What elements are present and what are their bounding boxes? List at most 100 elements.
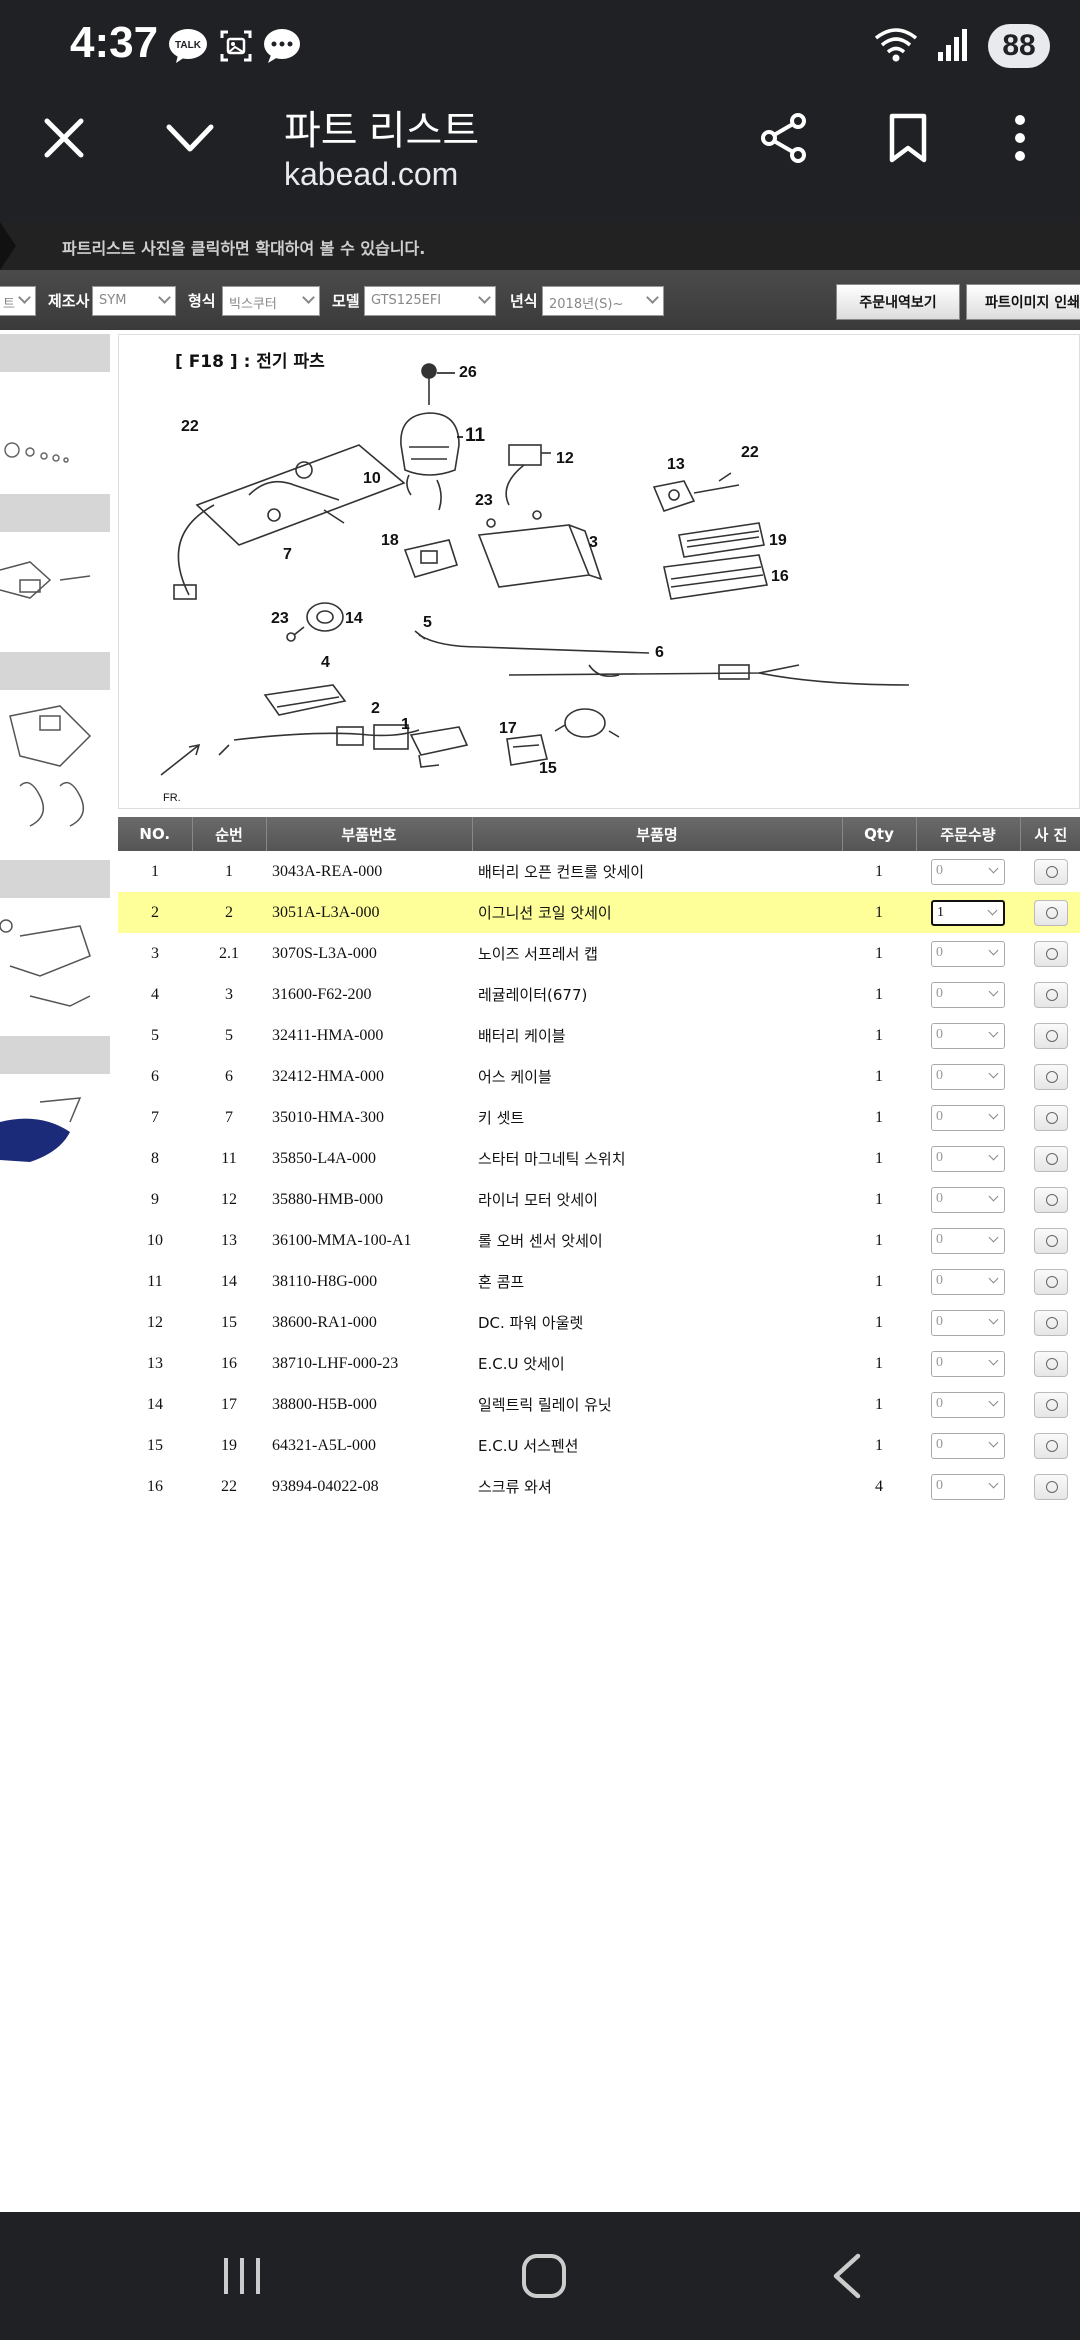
callout-16: 16 [771,568,789,585]
order-qty-value: 0 [936,1477,943,1493]
cell-order-qty: 0 [916,1138,1020,1179]
share-icon [761,113,806,163]
cell-qty: 1 [875,985,883,1003]
camera-icon[interactable] [1034,981,1068,1008]
order-qty-value: 0 [936,1272,943,1288]
order-qty-select[interactable]: 0 [931,1432,1005,1459]
order-qty-select[interactable]: 0 [931,858,1005,885]
cell-seq: 5 [225,1026,233,1044]
close-button[interactable] [24,98,104,178]
cell-seq: 3 [225,985,233,1003]
cell-photo [1020,1343,1080,1384]
category-select[interactable]: 트 [0,286,36,316]
filter-bar: 트 제조사 SYM 형식 빅스쿠터 모델 GTS125EFI 년식 2018년(… [0,270,1080,330]
cell-seq: 19 [221,1436,237,1454]
camera-icon[interactable] [1034,1145,1068,1172]
home-button[interactable] [504,2236,584,2316]
camera-icon[interactable] [1034,940,1068,967]
more-options-button[interactable] [980,98,1060,178]
model-select[interactable]: GTS125EFI [364,286,496,316]
back-button[interactable] [806,2236,886,2316]
callout-7: 7 [283,546,292,563]
order-qty-select[interactable]: 0 [931,1391,1005,1418]
camera-icon[interactable] [1034,1473,1068,1500]
cell-photo [1020,1466,1080,1507]
cell-order-qty: 0 [916,1343,1020,1384]
cell-photo [1020,1015,1080,1056]
camera-icon[interactable] [1034,1268,1068,1295]
callout-10: 10 [363,470,381,487]
maker-label: 제조사 [48,292,90,310]
order-qty-select[interactable]: 0 [931,1227,1005,1254]
cell-no: 9 [151,1190,159,1208]
more-vert-icon [1015,115,1025,161]
cell-order-qty: 0 [916,1015,1020,1056]
cell-seq: 15 [221,1313,237,1331]
camera-icon[interactable] [1034,1432,1068,1459]
parts-diagram[interactable]: [ F18 ] : 전기 파츠 [118,334,1080,809]
cell-qty: 1 [875,1108,883,1126]
order-qty-select[interactable]: 0 [931,1104,1005,1131]
year-select[interactable]: 2018년(S)~ [542,286,664,316]
order-history-button[interactable]: 주문내역보기 [836,284,960,320]
order-qty-select[interactable]: 0 [931,1268,1005,1295]
order-qty-select[interactable]: 0 [931,1063,1005,1090]
order-qty-select[interactable]: 0 [931,1186,1005,1213]
cell-photo [1020,933,1080,974]
order-qty-select[interactable]: 1 [931,899,1005,926]
order-qty-select[interactable]: 0 [931,940,1005,967]
cell-part-number: 3051A-L3A-000 [266,892,472,933]
order-qty-select[interactable]: 0 [931,1350,1005,1377]
bookmark-icon [889,113,927,163]
order-qty-select[interactable]: 0 [931,1309,1005,1336]
camera-icon[interactable] [1034,1186,1068,1213]
callout-12: 12 [556,450,574,467]
camera-icon[interactable] [1034,899,1068,926]
thumbnail-3[interactable] [0,696,106,836]
col-header-order-qty: 주문수량 [916,817,1021,851]
cell-part-name: 라이너 모터 앗세이 [478,1191,598,1209]
chevron-down-icon [988,863,999,873]
order-qty-select[interactable]: 0 [931,981,1005,1008]
camera-icon[interactable] [1034,1022,1068,1049]
message-icon [262,26,302,66]
bookmark-button[interactable] [868,98,948,178]
camera-icon[interactable] [1034,1350,1068,1377]
page-url[interactable]: kabead.com [284,156,459,192]
thumbnail-1[interactable] [0,380,106,490]
order-qty-select[interactable]: 0 [931,1473,1005,1500]
thumbnail-2[interactable] [0,540,106,650]
camera-icon[interactable] [1034,1104,1068,1131]
model-select-value: GTS125EFI [371,293,442,308]
cell-part-number: 32411-HMA-000 [272,1026,384,1044]
thumbnail-header [0,860,110,898]
model-label: 모델 [332,292,360,310]
cell-qty: 1 [875,862,883,880]
cell-qty: 1 [875,1313,883,1331]
cell-part-name: 배터리 오픈 컨트롤 앗세이 [478,863,645,881]
order-qty-select[interactable]: 0 [931,1022,1005,1049]
maker-select[interactable]: SYM [92,286,176,316]
camera-icon[interactable] [1034,1227,1068,1254]
thumbnail-5[interactable] [0,1082,106,1172]
minimize-button[interactable] [150,98,230,178]
camera-icon[interactable] [1034,1391,1068,1418]
thumbnail-4[interactable] [0,906,106,1026]
print-parts-image-button[interactable]: 파트이미지 인쇄 [966,284,1080,320]
cell-no: 7 [151,1108,159,1126]
chevron-down-icon [988,986,999,996]
camera-icon[interactable] [1034,1063,1068,1090]
order-qty-value: 0 [936,944,943,960]
type-select[interactable]: 빅스쿠터 [222,286,320,316]
cell-qty: 1 [875,1190,883,1208]
recent-apps-button[interactable] [202,2236,282,2316]
order-qty-select[interactable]: 0 [931,1145,1005,1172]
share-button[interactable] [744,98,824,178]
camera-icon[interactable] [1034,1309,1068,1336]
cell-photo [1020,1097,1080,1138]
camera-icon[interactable] [1034,858,1068,885]
